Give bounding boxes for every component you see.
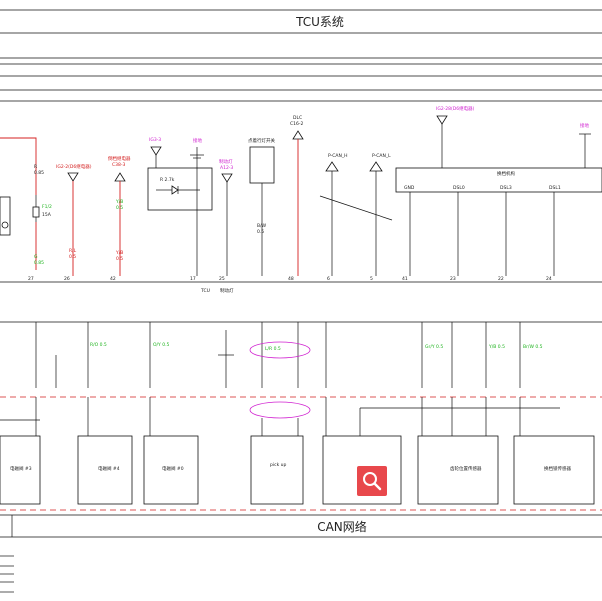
fuse-label: F1/2 (42, 204, 52, 210)
shift-mech-label: 换档机构 (497, 170, 515, 177)
pin-6: 6 (327, 276, 330, 282)
wire-bottom-5: Y/B 0.5 (488, 344, 505, 350)
wire-bw: B/W (257, 223, 267, 229)
pcan-l-label: P-CAN_L (372, 153, 391, 159)
pin-26: 26 (64, 276, 70, 282)
wire-g085-size: 0.85 (34, 260, 44, 266)
ig2-28-label: IG2-28(D6继电器) (436, 105, 475, 112)
component-solenoid-4 (77, 435, 133, 505)
can-title: CAN网络 (317, 519, 367, 534)
zoom-button[interactable] (357, 466, 387, 496)
wire-r-l-size: 0.5 (69, 254, 76, 260)
pin-23: 23 (450, 276, 456, 282)
wire-g085-label: G (34, 254, 38, 260)
component-solenoid-3-label: 电磁阀 #3 (10, 465, 32, 472)
pin-5: 5 (370, 276, 373, 282)
pin-17: 17 (190, 276, 196, 282)
ig3-label: IG3-3 (149, 137, 161, 143)
wire-r-l: R/L (69, 248, 77, 254)
ground-label-1: 接地 (193, 137, 202, 144)
wire-bottom-3: L/R 0.5 (265, 346, 281, 352)
component-solenoid-4-label: 电磁阀 #4 (98, 465, 120, 472)
dsl0-label: DSL0 (453, 185, 465, 191)
component-solenoid-0-label: 电磁阀 #0 (162, 465, 184, 472)
pin-22: 22 (498, 276, 504, 282)
component-solenoid-3 (0, 435, 41, 505)
wire-bw-size: 0.5 (257, 229, 264, 235)
wire-bottom-1: R/O 0.5 (90, 342, 107, 348)
ground-label-2: 接地 (580, 122, 589, 129)
wire-rev-1-size: 0.5 (116, 205, 123, 211)
wire-bottom-2: O/Y 0.5 (153, 342, 170, 348)
pin-25: 25 (219, 276, 225, 282)
component-pickup (250, 435, 304, 505)
rev-relay-code: C38-3 (112, 162, 125, 168)
pcan-h-label: P-CAN_H (328, 153, 347, 159)
brake-switch-label: 点着行灯开关 (248, 137, 275, 144)
component-gear-sensor (417, 435, 499, 505)
component-pickup-label: pick up (270, 462, 286, 468)
component-lock-sensor (513, 435, 595, 505)
rev-relay-label: 倒档继电器 (108, 155, 131, 162)
pin-41: 41 (402, 276, 408, 282)
search-icon (363, 472, 382, 491)
dsl3-label: DSL3 (500, 185, 512, 191)
dlc-code: C16-2 (290, 121, 303, 127)
brake-lamp-code: A12-3 (220, 165, 233, 171)
component-solenoid-0 (143, 435, 199, 505)
gnd-label: GND (404, 185, 415, 191)
wire-bottom-4: Gr/Y 0.5 (425, 344, 443, 350)
ig2-label: IG2-2(D6继电器) (56, 163, 92, 170)
wire-r085-label: R (34, 164, 37, 170)
tcu-label: TCU (200, 288, 210, 294)
wire-rev-1: Y/B (115, 199, 123, 205)
wire-rev-2-size: 0.5 (116, 256, 123, 262)
dlc-label: DLC (293, 115, 302, 121)
wire-bottom-6: Br/W 0.5 (523, 344, 543, 350)
component-gear-sensor-label: 齿轮位置传感器 (450, 465, 482, 472)
pin-42: 42 (110, 276, 116, 282)
page-title: TCU系统 (295, 15, 344, 29)
brake-lamp-bottom: 制动灯 (220, 287, 234, 294)
brake-lamp-label: 制动灯 (219, 158, 233, 165)
pin-27: 27 (28, 276, 34, 282)
wire-rev-2: Y/B (115, 250, 123, 256)
top-pin-row: 27 26 42 17 25 48 6 5 41 23 22 24 (28, 276, 552, 282)
pin-48: 48 (288, 276, 294, 282)
fuse-rating: 15A (42, 212, 52, 218)
wire-r085-size: 0.85 (34, 170, 44, 176)
component-lock-sensor-label: 换档锁传感器 (544, 465, 571, 472)
dsl1-label: DSL1 (549, 185, 561, 191)
pin-24: 24 (546, 276, 552, 282)
resistor-label: R 2.7k (160, 177, 175, 183)
